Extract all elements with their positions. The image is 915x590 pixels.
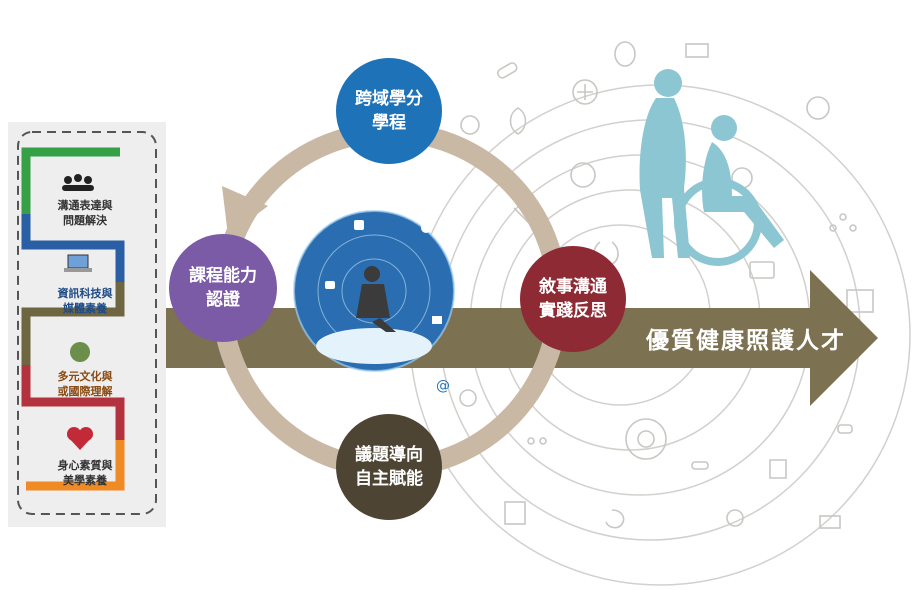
step-1-label: 溝通表達與 問題解決: [30, 198, 140, 228]
facebook-icon: [354, 220, 364, 230]
heart-icon: [67, 427, 93, 450]
profile-icon: [570, 162, 596, 188]
background-icons: [459, 41, 874, 529]
laptop-icon: [64, 254, 92, 272]
step-4-line-1: 身心素質與: [57, 459, 113, 472]
step-3-label: 多元文化與 或國際理解: [30, 369, 140, 399]
step-4-label: 身心素質與 美學素養: [30, 458, 140, 488]
main-title: 優質健康照護人才: [646, 328, 846, 354]
ambulance-icon: [685, 43, 709, 58]
step-2-label: 資訊科技與 媒體素養: [30, 286, 140, 316]
person-on-cloud: [356, 266, 396, 332]
medical-cross-icon: [572, 79, 598, 105]
gender-icon: [459, 389, 744, 527]
at-sign-icon: @: [436, 378, 450, 394]
pill-icon: [497, 62, 518, 79]
step-path-olive: [21, 282, 125, 365]
node-top: 跨域學分學程: [336, 58, 442, 164]
steps-panel: [8, 122, 166, 527]
node-bottom: 議題導向自主賦能: [336, 414, 442, 520]
node-left-line-2: 認證: [206, 290, 240, 310]
heart-icon: [806, 96, 830, 120]
node-top-line-1: 跨域學分: [355, 89, 423, 109]
molecule-icon: [829, 213, 857, 232]
globe-icon: [421, 223, 431, 233]
node-bottom-line-1: 議題導向: [355, 445, 423, 465]
cloud-shape: [316, 328, 432, 364]
node-top-line-2: 學程: [372, 113, 406, 133]
digital-hub: @: [293, 210, 466, 394]
step-1-line-2: 問題解決: [63, 214, 107, 227]
step-2-line-1: 資訊科技與: [57, 287, 113, 300]
hub-social-icons: [325, 220, 466, 324]
step-3-line-1: 多元文化與: [57, 370, 113, 383]
stomach-icon: [605, 509, 625, 529]
step-path-red: [21, 365, 125, 440]
hospital-icon: [846, 289, 874, 313]
globe-icon: [70, 342, 90, 362]
kidney-icon: [614, 41, 636, 67]
step-3-line-2: 或國際理解: [57, 385, 113, 398]
molecule-icon-2: [527, 437, 547, 445]
pill-icon-3: [837, 424, 853, 434]
main-arrow: [160, 270, 878, 406]
step-2-line-2: 媒體素養: [63, 302, 107, 315]
phone-icon: [458, 276, 466, 288]
step-path-green: [21, 147, 120, 214]
heart-organ-icon: [509, 107, 527, 135]
pill-icon-2: [691, 461, 709, 470]
step-4-line-2: 美學素養: [63, 474, 107, 487]
node-right-line-1: 敘事溝通: [539, 277, 607, 297]
node-right-line-2: 實踐反思: [539, 301, 607, 321]
caregiver-wheelchair-figure: [639, 69, 784, 266]
camera-icon: [325, 281, 335, 289]
ambulance-icon-2: [819, 515, 841, 529]
wheel-icon: [625, 418, 667, 460]
bag-icon: [749, 261, 775, 279]
node-left-line-1: 課程能力: [189, 266, 257, 286]
node-right: 敘事溝通實踐反思: [520, 246, 626, 352]
people-icon: [62, 174, 94, 191]
node-bottom-line-2: 自主賦能: [355, 469, 423, 489]
stethoscope-icon: [460, 115, 480, 135]
mail-icon: [432, 316, 442, 324]
node-left: 課程能力認證: [169, 234, 277, 342]
step-path-blue: [21, 214, 125, 282]
xray-icon: [504, 501, 526, 525]
cycle-arrowhead: [222, 186, 268, 236]
step-1-line-1: 溝通表達與: [57, 199, 113, 212]
intestine-icon: [769, 459, 787, 479]
step-path-orange: [26, 440, 125, 491]
